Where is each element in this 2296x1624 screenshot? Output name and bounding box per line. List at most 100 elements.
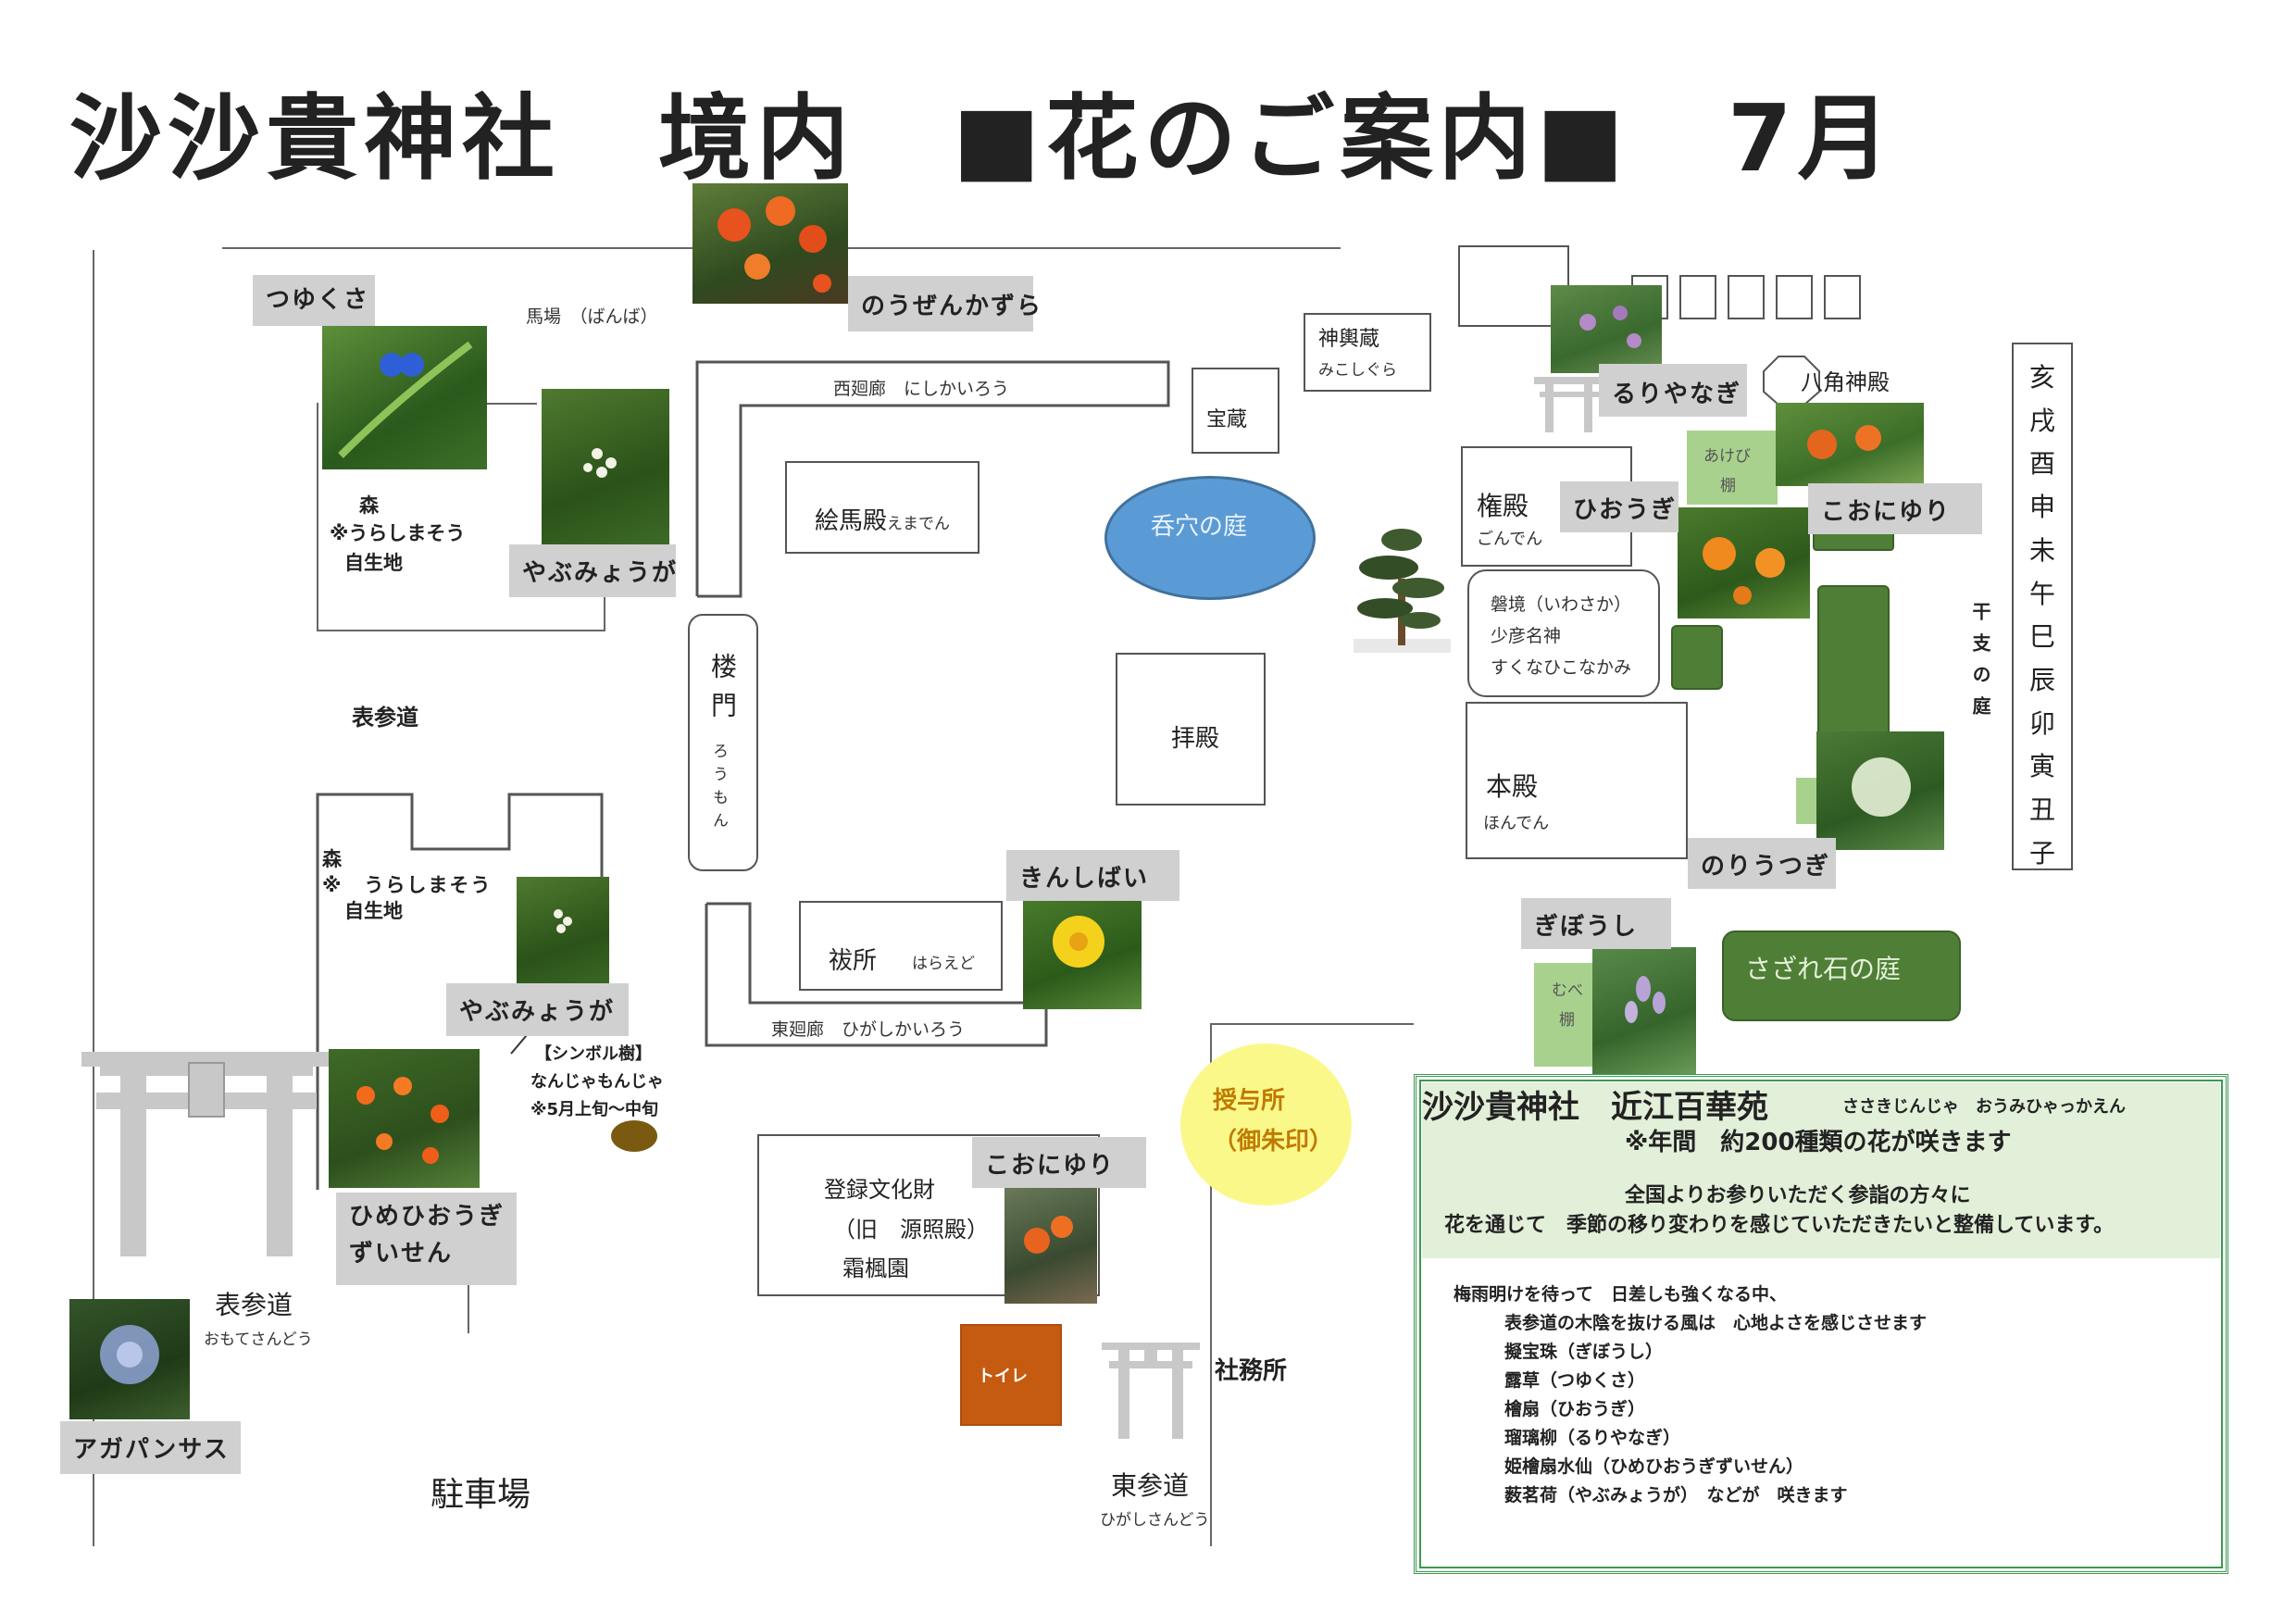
baba-label: 馬場 （ばんば） <box>526 306 658 327</box>
shamusho-label: 社務所 <box>1215 1357 1288 1385</box>
info-body-line1: 梅雨明けを待って 日差しも強くなる中、 <box>1454 1284 1788 1305</box>
koonyuri2-photo <box>1776 403 1924 486</box>
torii-gate-icon <box>1534 377 1604 432</box>
forest-area-1-top <box>472 403 537 405</box>
tsuyukusa-photo <box>322 326 487 469</box>
forest-area-2 <box>316 793 604 1190</box>
himehiougi-tag-line1: ひめひおうぎ <box>349 1203 505 1230</box>
houzou-building <box>1192 368 1279 454</box>
mori2-line2: ※ うらしまそう <box>322 874 493 896</box>
iwasaka-line3: すくなひこなかみ <box>1491 657 1632 678</box>
info-heading-reading: ささきじんじゃ おうみひゃっかえん <box>1842 1097 2126 1117</box>
toroku-label-3: 霜楓園 <box>842 1255 909 1281</box>
info-sub: ※年間 約200種類の花が咲きます <box>1625 1129 2012 1156</box>
eto-garden-block-2 <box>1671 625 1723 690</box>
zodiac-column <box>2012 343 2073 870</box>
omotesando-label: 表参道 <box>215 1290 293 1320</box>
omotesando-path-label: 表参道 <box>352 705 418 731</box>
akebi-shelf <box>1687 431 1778 505</box>
eto-garden-label: 干支の庭 <box>1969 602 1991 728</box>
symbol-tree-line1: 【シンボル樹】 <box>535 1044 652 1064</box>
zodiac-list: 亥 戌 酉 申 未 午 巳 辰 卯 寅 丑 子 <box>2012 356 2073 875</box>
donketsu-pond <box>1104 476 1316 600</box>
flower-photo-icon <box>1024 1216 1073 1254</box>
zodiac-9: 卯 <box>2028 707 2055 739</box>
symbol-tree-line3: ※5月上旬～中旬 <box>530 1100 659 1119</box>
yabumyouga1-tag: やぶみょうが <box>509 544 676 597</box>
nishikairo-corridor <box>695 360 1170 598</box>
toilet-building <box>960 1324 1062 1426</box>
toroku-label-1: 登録文化財 <box>824 1177 935 1203</box>
honden-reading: ほんでん <box>1483 814 1550 833</box>
iwasaka-area <box>1467 569 1660 697</box>
haiden-building <box>1116 653 1266 806</box>
flower-photo-icon <box>554 909 572 933</box>
mikoshigura-building <box>1304 313 1431 392</box>
info-line1: 全国よりお参りいただく参詣の方々に <box>1625 1184 1971 1207</box>
flower-photo-icon <box>1807 425 1881 459</box>
roumon-label: 楼門 <box>707 653 738 731</box>
higashisando-reading: ひがしさんどう <box>1100 1511 1210 1530</box>
koonyuri1-tag: こおにゆり <box>972 1137 1146 1188</box>
zodiac-1: 亥 <box>2028 362 2055 393</box>
agapanthus-photo <box>69 1299 190 1419</box>
mube-label: むべ <box>1552 981 1583 1000</box>
zodiac-4: 申 <box>2028 492 2055 523</box>
mube-shelf-label: 棚 <box>1559 1011 1575 1030</box>
houzou-label: 宝蔵 <box>1206 408 1248 431</box>
info-body-line7: 姫檜扇水仙（ひめひおうぎずいせん） <box>1504 1456 1804 1477</box>
emaden-label: 絵馬殿えまでん <box>815 502 950 536</box>
himehiougi-tag: ひめひおうぎ ずいせん <box>336 1193 517 1285</box>
nouzenkazura-tag: のうぜんかずら <box>848 276 1041 331</box>
mori1-line1: 森 <box>359 494 379 517</box>
zodiac-8: 辰 <box>2028 664 2055 695</box>
zodiac-11: 丑 <box>2028 794 2055 826</box>
haiden-label: 拝殿 <box>1171 725 1220 753</box>
info-line2: 花を通じて 季節の移り変わりを感じていただきたいと整備しています。 <box>1444 1214 2115 1237</box>
honden-building <box>1466 702 1688 859</box>
haraedo-building <box>799 901 1003 991</box>
agapanthus-tag: アガパンサス <box>60 1421 241 1474</box>
info-body: 梅雨明けを待って 日差しも強くなる中、 表参道の木陰を抜ける風は 心地よさを感じ… <box>1454 1280 1927 1510</box>
nishikairo-label: 西廻廊 にしかいろう <box>833 379 1010 399</box>
gonden-label: 権殿 <box>1477 491 1529 521</box>
page-title: 沙沙貴神社 境内 ■花のご案内■ 7月 <box>69 84 1896 193</box>
emaden-building <box>785 461 980 554</box>
higashikairo-label: 東廻廊 ひがしかいろう <box>771 1019 966 1040</box>
zodiac-7: 巳 <box>2028 621 2055 653</box>
mikoshigura-label: 神輿蔵 <box>1318 328 1380 351</box>
info-panel: 沙沙貴神社 近江百華苑 ささきじんじゃ おうみひゃっかえん ※年間 約200種類… <box>1414 1074 2228 1574</box>
flower-photo-icon <box>1625 976 1666 1023</box>
yabumyouga2-tag: やぶみょうが <box>446 983 629 1036</box>
torii-gate-icon <box>1102 1343 1200 1439</box>
koonyuri1-photo <box>1004 1185 1097 1304</box>
himehiougi-tag-line2: ずいせん <box>349 1240 454 1268</box>
tsuyukusa-tag: つゆくさ <box>253 275 375 326</box>
zodiac-12: 子 <box>2028 837 2055 868</box>
emaden-reading: えまでん <box>887 515 951 533</box>
mori1-line2: ※うらしまそう <box>330 522 466 544</box>
pine-tree-icon <box>1354 529 1451 653</box>
koonyuri2-tag: こおにゆり <box>1808 483 1982 534</box>
flower-photo-icon <box>583 448 617 478</box>
west-boundary <box>93 250 94 1546</box>
zodiac-6: 午 <box>2028 578 2055 609</box>
giboushi-tag: ぎぼうし <box>1521 898 1671 949</box>
mori2-line3: 自生地 <box>344 900 403 922</box>
iwasaka-line2: 少彦名神 <box>1491 626 1562 646</box>
sazare-garden <box>1722 931 1961 1021</box>
juyosho-label-2: （御朱印） <box>1213 1128 1334 1156</box>
juyosho-area <box>1180 1043 1352 1206</box>
flower-photo-icon <box>356 1077 449 1164</box>
haraedo-reading: はらえど <box>912 955 975 973</box>
juyosho-label-1: 授与所 <box>1213 1087 1286 1115</box>
sazare-label: さざれ石の庭 <box>1745 954 1902 984</box>
info-body-line8: 薮茗荷（やぶみょうが） などが 咲きます <box>1504 1485 1848 1505</box>
roumon-gate <box>688 614 758 871</box>
donketsu-label: 呑穴の庭 <box>1151 513 1248 541</box>
east-approach-line <box>1210 1023 1212 1546</box>
mikoshigura-reading: みこしぐら <box>1318 361 1397 380</box>
flower-photo-icon <box>1579 306 1641 348</box>
flower-photo-icon <box>1703 537 1785 605</box>
mori1-line3: 自生地 <box>344 552 403 574</box>
